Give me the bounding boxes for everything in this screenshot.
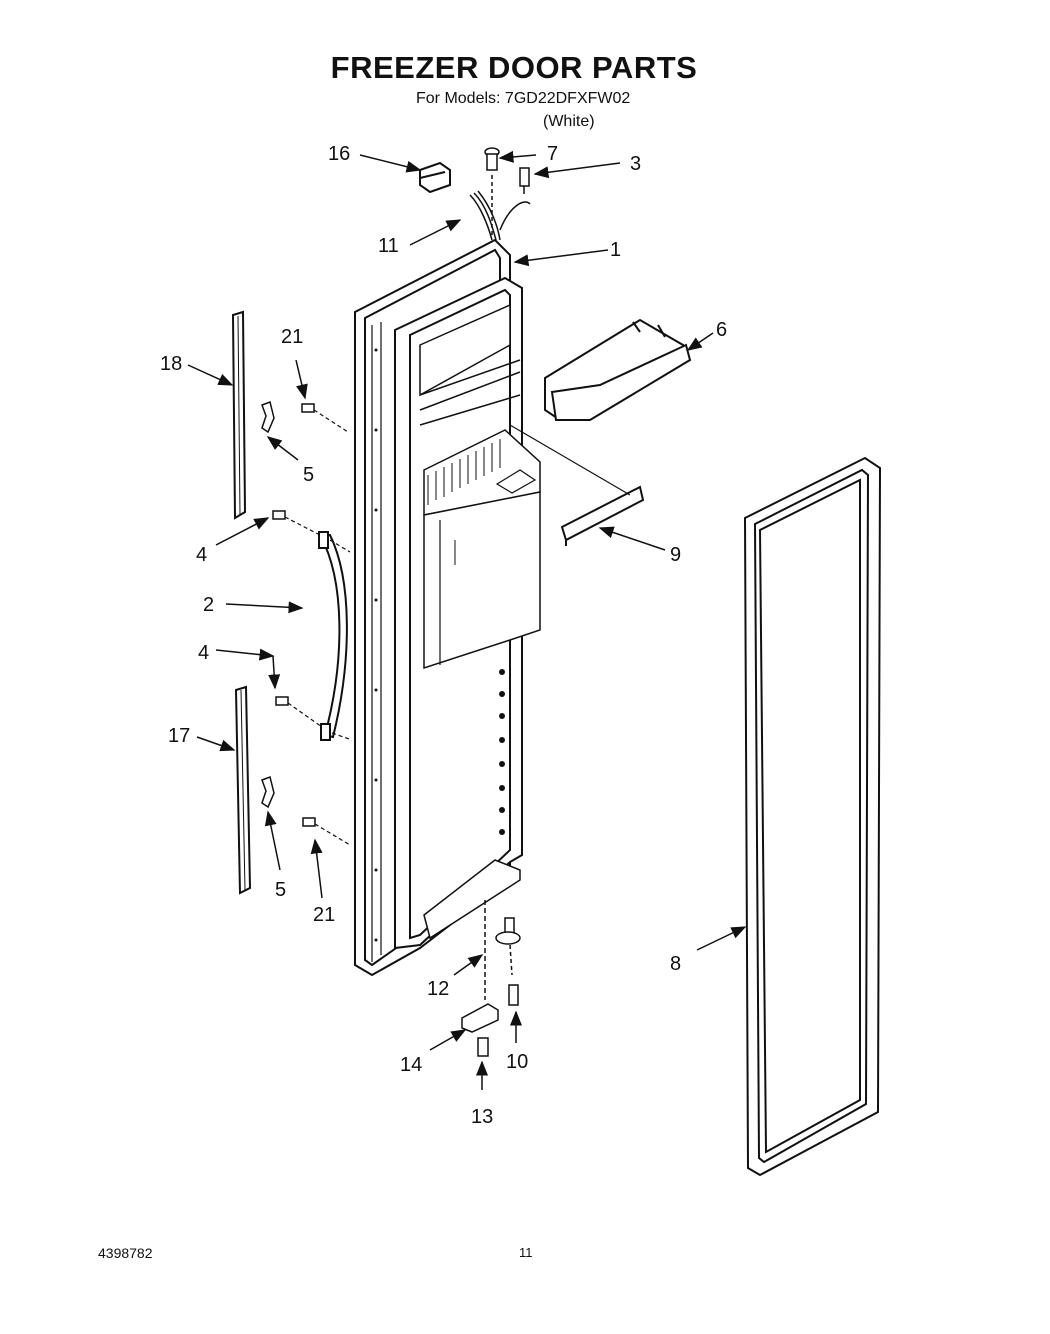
callout-5-lower: 5: [275, 879, 286, 901]
model-color: (White): [543, 113, 595, 130]
callout-6: 6: [716, 319, 727, 341]
callout-7: 7: [547, 143, 558, 165]
screws: [272, 403, 351, 846]
screw-part-7: [484, 147, 500, 235]
callout-17: 17: [168, 725, 190, 747]
clip-part-5-upper: [261, 401, 275, 434]
callout-10: 10: [506, 1051, 528, 1073]
callout-2: 2: [203, 594, 214, 616]
door-bin-part-6: [544, 318, 692, 422]
model-number: For Models: 7GD22DFXFW02: [416, 90, 631, 107]
callout-5-upper: 5: [303, 464, 314, 486]
rail-part-9: [509, 424, 645, 546]
callout-21-lower: 21: [313, 904, 335, 926]
clip-part-5-lower: [261, 776, 275, 809]
page-number: 11: [519, 1245, 533, 1260]
callout-4-lower: 4: [198, 642, 209, 664]
callout-21-upper: 21: [281, 326, 303, 348]
connector-part-16: [419, 161, 451, 194]
document-number: 4398782: [98, 1245, 153, 1261]
callout-9: 9: [670, 544, 681, 566]
callout-1: 1: [610, 239, 621, 261]
callout-3: 3: [630, 153, 641, 175]
callout-4-upper: 4: [196, 544, 207, 566]
hinge-assembly: [461, 900, 521, 1057]
freezer-door-panel: [354, 238, 541, 977]
callout-13: 13: [471, 1106, 493, 1128]
trim-part-18: [231, 310, 247, 520]
callout-16: 16: [328, 143, 350, 165]
door-gasket-part-8: [743, 456, 882, 1177]
callout-8: 8: [670, 953, 681, 975]
screw-part-3: [519, 167, 530, 194]
callout-14: 14: [400, 1054, 422, 1076]
callout-12: 12: [427, 978, 449, 1000]
trim-part-17: [234, 685, 252, 895]
handle-part-2: [318, 531, 353, 741]
wire-harness-part-11: [469, 190, 531, 241]
page-title: FREEZER DOOR PARTS: [330, 50, 698, 85]
callout-18: 18: [160, 353, 182, 375]
leader-lines: [187, 150, 747, 1090]
callout-11: 11: [378, 235, 399, 257]
